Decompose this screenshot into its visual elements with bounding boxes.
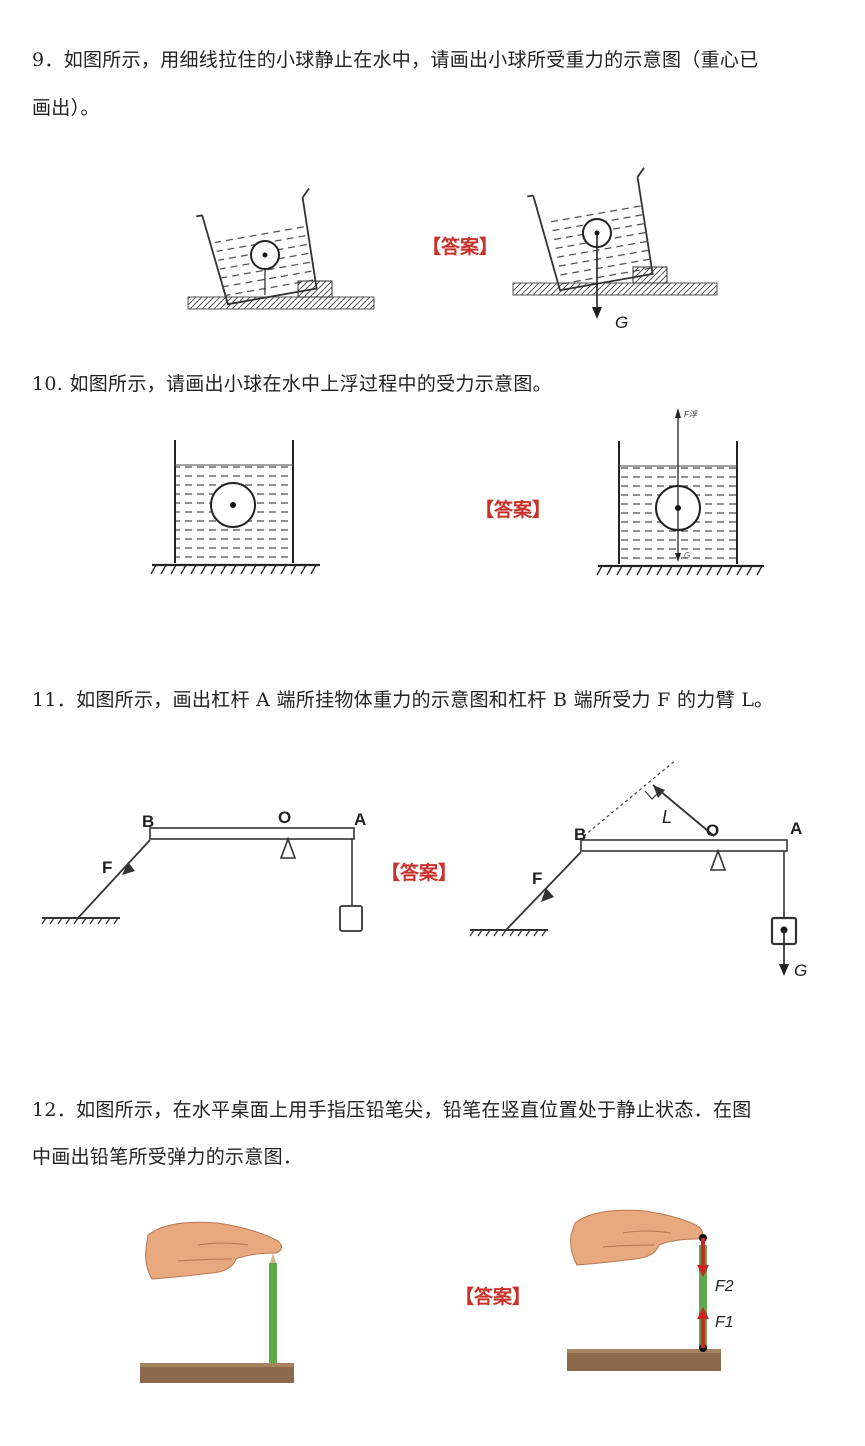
q10-f-buoyancy-label: F浮 bbox=[684, 410, 698, 419]
q10-text: 10. 如图所示，请画出小球在水中上浮过程中的受力示意图。 bbox=[32, 373, 552, 395]
q11-answer-f-label: F bbox=[532, 869, 542, 888]
q11-l-label: L bbox=[662, 807, 672, 827]
q12-f1-label: F1 bbox=[715, 1314, 734, 1331]
q12-f2-label: F2 bbox=[715, 1278, 734, 1295]
q9-question-figure bbox=[187, 187, 375, 310]
q12-question-figure bbox=[140, 1221, 294, 1383]
q10-question-figure bbox=[150, 440, 320, 575]
q11-question-figure: B O A F bbox=[41, 808, 366, 932]
q12-text-line2: 中画出铅笔所受弹力的示意图． bbox=[32, 1146, 303, 1168]
q11-g-label: G bbox=[794, 961, 807, 980]
q11-answer-a-label: A bbox=[790, 819, 802, 838]
q12-answer-figure: F2 F1 bbox=[567, 1209, 734, 1371]
q9-answer-label: 【答案】 bbox=[422, 236, 499, 258]
q11-o-label: O bbox=[278, 808, 291, 827]
q12-text-line1: 12．如图所示，在水平桌面上用手指压铅笔尖，铅笔在竖直位置处于静止状态．在图 bbox=[32, 1099, 752, 1121]
q9-answer-figure: G bbox=[512, 167, 718, 332]
q11-f-label: F bbox=[102, 858, 112, 877]
q11-a-label: A bbox=[354, 810, 366, 829]
q11-answer-figure: L B O A G F bbox=[469, 760, 807, 980]
q11-answer-label: 【答案】 bbox=[381, 862, 458, 884]
q10-g-label: G bbox=[684, 551, 690, 560]
q10-answer-figure: F浮 G bbox=[596, 408, 764, 576]
q9-text-line1: 9．如图所示，用细线拉住的小球静止在水中，请画出小球所受重力的示意图（重心已 bbox=[32, 49, 759, 71]
q12-answer-label: 【答案】 bbox=[455, 1286, 532, 1308]
q10-answer-label: 【答案】 bbox=[475, 499, 552, 521]
q11-text: 11．如图所示，画出杠杆 A 端所挂物体重力的示意图和杠杆 B 端所受力 F 的… bbox=[32, 689, 774, 711]
q11-answer-o-label: O bbox=[706, 821, 719, 840]
q9-text-line2: 画出）。 bbox=[32, 97, 100, 119]
q11-b-label: B bbox=[142, 812, 154, 831]
q9-g-label: G bbox=[615, 313, 628, 332]
